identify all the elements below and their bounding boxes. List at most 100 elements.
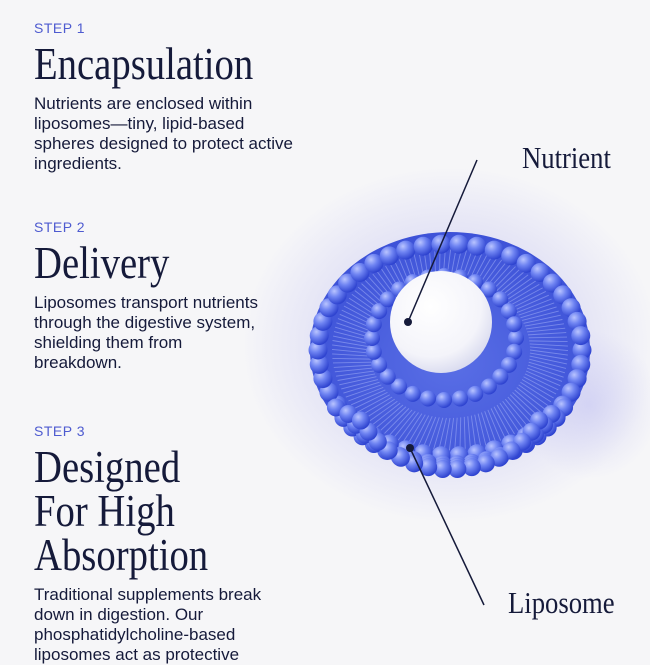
- lipid-tail: [502, 277, 533, 300]
- lipid-tail: [527, 327, 566, 333]
- nutrient-core: [390, 271, 492, 373]
- lipid-tail: [514, 389, 543, 414]
- lipid-tail: [529, 355, 567, 365]
- lipid-tail: [496, 404, 515, 435]
- lipid-tail: [499, 402, 520, 432]
- lipid-tail: [459, 417, 462, 450]
- lipid-tail: [487, 409, 502, 441]
- phospholipid-bead: [500, 356, 517, 373]
- step-2-title-line-1: Delivery: [34, 238, 170, 288]
- phospholipid-bead: [452, 390, 469, 407]
- liposome-callout: Liposome: [508, 585, 615, 620]
- lipid-tail: [337, 318, 374, 333]
- step-3-label: STEP 3: [34, 423, 85, 439]
- lipid-tail: [360, 396, 393, 416]
- lipid-tail: [528, 361, 566, 374]
- lipid-tail: [407, 414, 426, 444]
- lipid-tail: [470, 415, 477, 448]
- lipid-tail: [357, 394, 390, 413]
- lipid-tail: [526, 323, 564, 330]
- lipid-tail: [496, 271, 525, 296]
- phospholipid-bead: [449, 234, 469, 254]
- lipid-tail: [529, 358, 567, 369]
- phospholipid-bead: [448, 460, 467, 479]
- lipid-tail: [481, 412, 492, 445]
- phospholipid-bead: [379, 246, 399, 266]
- phospholipid-bead: [506, 316, 523, 333]
- lipid-tail: [523, 314, 561, 324]
- lipid-tail: [516, 298, 552, 313]
- lipid-tail: [412, 415, 430, 446]
- step-2: STEP 2 Delivery Liposomes transport nutr…: [34, 219, 304, 373]
- phospholipid-bead: [467, 236, 487, 256]
- lipid-tail: [332, 361, 372, 364]
- phospholipid-bead: [365, 343, 382, 360]
- phospholipid-bead: [364, 330, 380, 346]
- lipid-tail: [507, 396, 532, 424]
- lipid-tail: [474, 414, 482, 447]
- phospholipid-bead: [350, 263, 370, 283]
- step-1-description: Nutrients are enclosed within liposomes—…: [34, 94, 293, 173]
- lipid-tail: [433, 417, 444, 450]
- lipid-tail: [493, 406, 511, 437]
- nutrient-pointer-dot: [404, 318, 412, 326]
- lipid-tail: [521, 379, 554, 399]
- lipid-tail: [351, 389, 386, 406]
- lipid-tail: [332, 353, 371, 357]
- phospholipid-bead: [308, 340, 328, 360]
- lipid-tail: [443, 417, 451, 451]
- lipid-tail: [367, 400, 398, 423]
- phospholipid-bead: [572, 340, 592, 360]
- lipid-tail: [331, 349, 371, 354]
- phospholipid-bead: [480, 281, 497, 298]
- lipid-tail: [417, 416, 433, 447]
- phospholipid-bead: [433, 460, 452, 479]
- lipid-tail: [529, 352, 568, 360]
- lipid-tail: [520, 306, 557, 319]
- phospholipid-bead: [379, 368, 396, 385]
- step-3-title-line-1: Designed: [34, 442, 181, 492]
- lipid-tail: [524, 373, 559, 391]
- lipid-tail: [388, 409, 413, 437]
- phospholipid-bead: [571, 326, 591, 346]
- phospholipid-heads: [308, 234, 592, 479]
- lipid-tail: [332, 358, 371, 360]
- lipid-tail: [454, 417, 458, 451]
- phospholipid-bead: [508, 330, 524, 346]
- lipid-tail: [339, 376, 377, 386]
- phospholipid-bead: [484, 240, 504, 260]
- liposome-pointer-dot: [406, 444, 414, 452]
- lipid-tail: [402, 413, 423, 443]
- step-1-label: STEP 1: [34, 20, 85, 36]
- lipid-tail: [364, 398, 395, 420]
- phospholipid-bead: [396, 240, 416, 260]
- lipid-tail: [332, 340, 371, 348]
- phospholipid-bead: [492, 368, 509, 385]
- lipid-tail: [332, 344, 371, 351]
- lipid-tail: [514, 294, 549, 311]
- lipid-tail: [371, 402, 401, 426]
- lipid-tail: [525, 370, 561, 387]
- phospholipid-bead: [506, 343, 523, 360]
- lipid-tail: [438, 417, 447, 450]
- lipid-tail: [343, 381, 380, 394]
- phospholipid-bead: [365, 316, 382, 333]
- lipid-tail: [504, 398, 528, 427]
- lipid-tail: [484, 411, 497, 443]
- lipid-tail: [384, 408, 410, 434]
- lipid-tail: [397, 412, 419, 441]
- lipid-tail: [510, 287, 543, 306]
- phospholipid-bead: [338, 273, 358, 293]
- nutrient-callout: Nutrient: [522, 140, 611, 175]
- lipid-tail: [422, 416, 437, 448]
- lipid-tail: [493, 268, 521, 294]
- lipid-tail: [512, 392, 539, 417]
- step-1: STEP 1 Encapsulation Nutrients are enclo…: [34, 20, 304, 174]
- lipid-tail: [521, 310, 559, 321]
- lipid-tail: [467, 416, 471, 449]
- lipid-tail: [345, 384, 382, 398]
- lipid-tail: [518, 384, 549, 407]
- phospholipid-bead: [413, 236, 433, 256]
- lipid-tail: [375, 404, 404, 429]
- phospholipid-bead: [462, 458, 481, 477]
